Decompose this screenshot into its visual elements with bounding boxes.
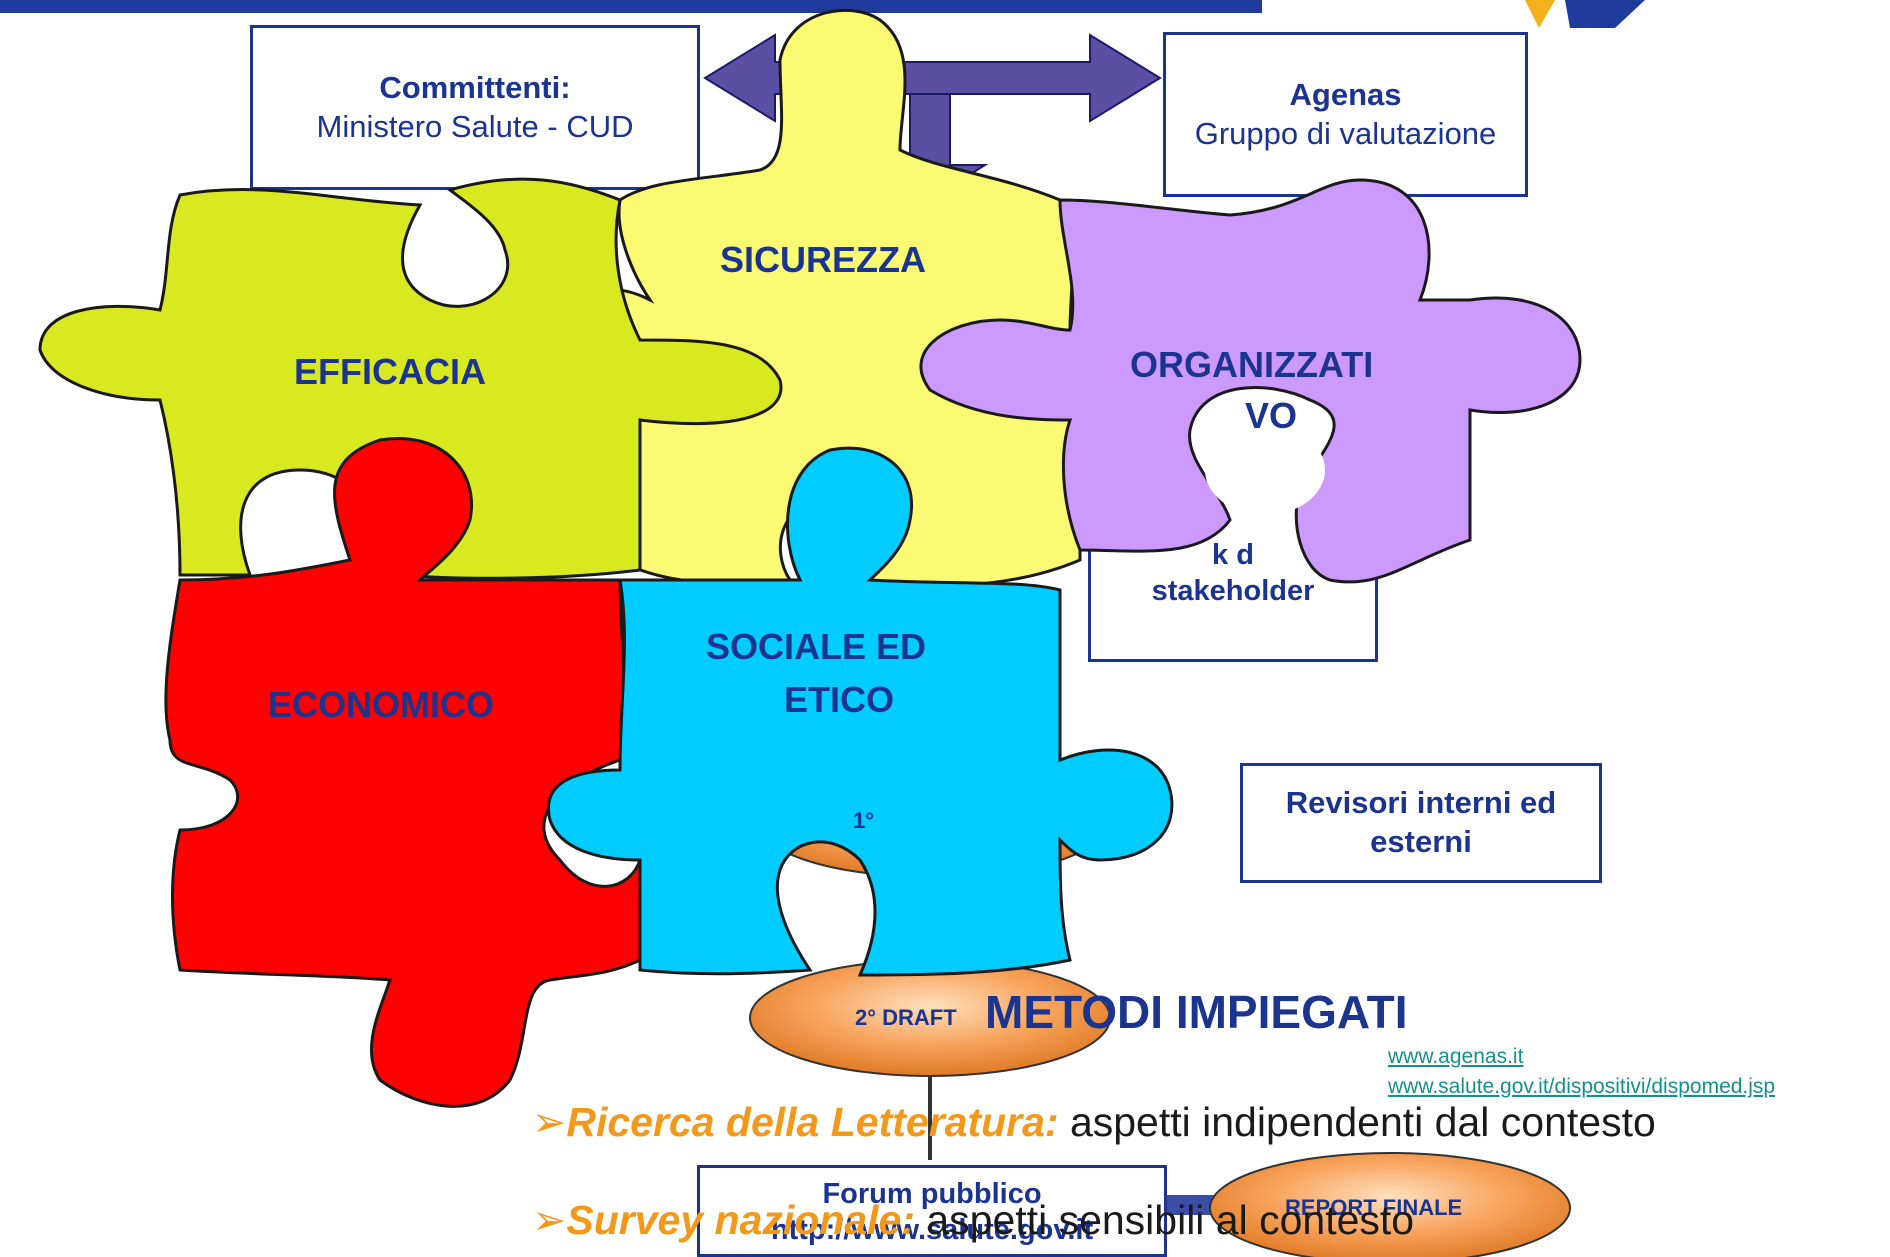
forum-url: http://www.salute.gov.it xyxy=(770,1214,1094,1247)
label-organizzativo-2: VO xyxy=(1245,395,1298,436)
organizzativo-hole xyxy=(1205,425,1325,515)
agenas-title: Agenas xyxy=(1289,76,1402,112)
double-arrow-icon xyxy=(703,33,1162,123)
logo-icon xyxy=(1525,0,1645,28)
bullet-arrow-icon: ➢ xyxy=(532,1099,567,1145)
bullet-survey-rest: aspetti sensibili al contesto xyxy=(914,1197,1415,1243)
bullet-ricerca: ➢Ricerca della Letteratura: aspetti indi… xyxy=(532,1098,1656,1146)
puzzle-piece-organizzativo xyxy=(919,178,1582,584)
report-label: REPORT FINALE xyxy=(1285,1195,1463,1220)
bullet-survey-emph: Survey nazionale: xyxy=(566,1197,915,1243)
committenti-box: Committenti: Ministero Salute - CUD xyxy=(250,25,700,190)
label-sociale-2: ETICO xyxy=(784,679,895,720)
puzzle-piece-sociale xyxy=(547,446,1174,977)
link-agenas[interactable]: www.agenas.it xyxy=(1388,1045,1524,1068)
report-ellipse xyxy=(1209,1152,1571,1257)
committenti-title: Committenti: xyxy=(379,69,571,105)
label-efficacia: EFFICACIA xyxy=(294,351,486,392)
forum-box: Forum pubblico http://www.salute.gov.it xyxy=(697,1165,1167,1257)
puzzle-piece-efficacia xyxy=(38,177,783,580)
agenas-body: Gruppo di valutazione xyxy=(1194,115,1497,151)
link-salute-dispomed[interactable]: www.salute.gov.it/dispositivi/dispomed.j… xyxy=(1388,1075,1776,1098)
bullet-survey: ➢Survey nazionale: aspetti sensibili al … xyxy=(532,1196,1414,1244)
stakeholder-line1: k d xyxy=(1212,538,1254,571)
forum-title: Forum pubblico xyxy=(822,1178,1042,1210)
label-economico: ECONOMICO xyxy=(268,684,495,725)
label-sociale-1: SOCIALE ED xyxy=(706,626,927,667)
label-organizzativo-1: ORGANIZZATI xyxy=(1130,344,1374,385)
puzzle-piece-economico xyxy=(164,437,642,1108)
methods-title: METODI IMPIEGATI xyxy=(985,986,1408,1038)
committenti-body: Ministero Salute - CUD xyxy=(316,108,634,144)
stakeholder-line2: stakeholder xyxy=(1151,574,1315,607)
agenas-box: Agenas Gruppo di valutazione xyxy=(1163,32,1528,197)
bullet-ricerca-rest: aspetti indipendenti dal contesto xyxy=(1058,1099,1656,1145)
revisori-text: Revisori interni ed esterni xyxy=(1285,785,1557,859)
bullet-ricerca-emph: Ricerca della Letteratura: xyxy=(566,1099,1059,1145)
draft2-label: 2° DRAFT xyxy=(855,1005,957,1030)
label-sicurezza: SICUREZZA xyxy=(720,239,926,280)
bullet-arrow-icon: ➢ xyxy=(532,1197,567,1243)
revisori-box: Revisori interni ed esterni xyxy=(1240,763,1602,883)
draft1-label: 1° xyxy=(853,808,875,833)
header-bar xyxy=(0,0,1262,13)
